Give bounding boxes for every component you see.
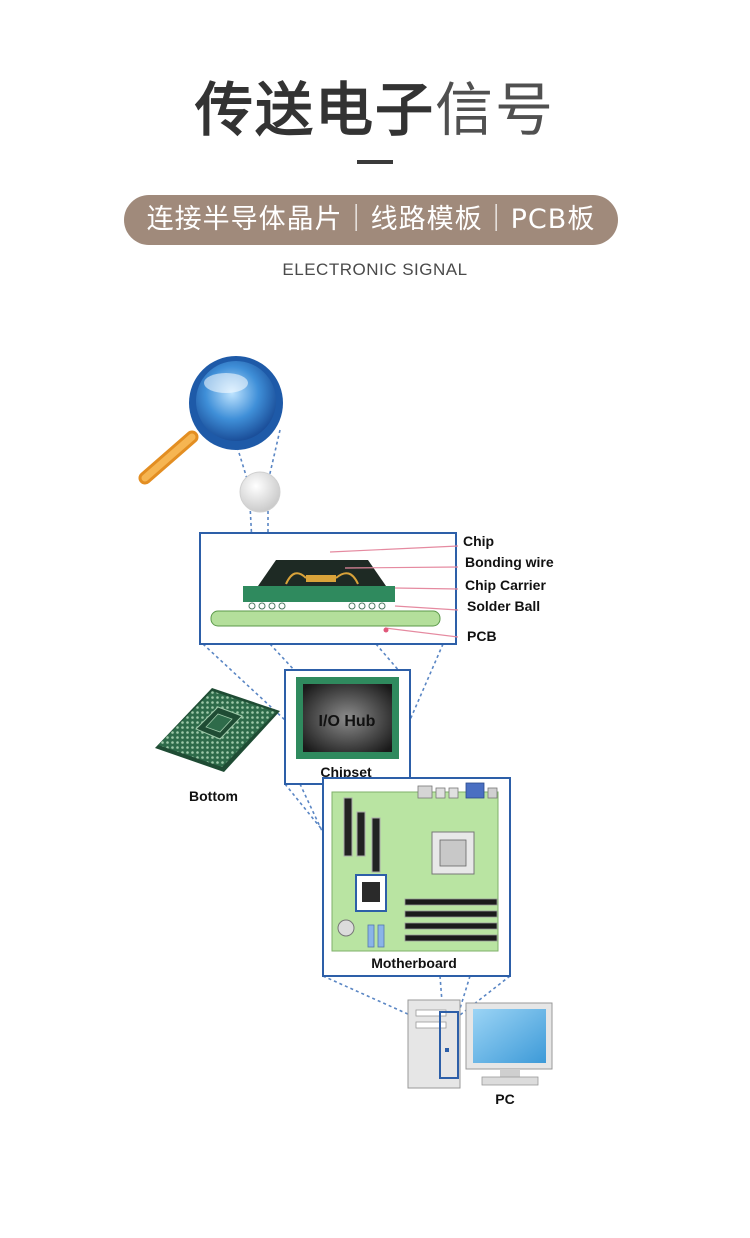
magnifier-icon [138,356,283,485]
label-pcb: PCB [467,628,497,644]
bga-chip-bottom [155,688,280,772]
title-light-part: 信号 [435,76,556,144]
pc-tower-icon [407,999,461,1089]
solder-ball-magnified [239,471,281,513]
page-title: 传送电子信号 [0,70,750,150]
label-pc: PC [495,1091,514,1107]
label-motherboard: Motherboard [371,955,457,971]
label-io-hub: I/O Hub [319,713,376,730]
motherboard-board [331,782,499,952]
monitor-icon [465,1002,553,1086]
title-bold-part: 传送电子 [194,76,435,144]
title-divider [357,160,393,164]
label-chipset: Chipset [320,764,372,780]
label-chip-carrier: Chip Carrier [465,577,546,593]
label-chip: Chip [463,533,494,549]
chip-cross-section [210,560,441,627]
page-subtitle: ELECTRONIC SIGNAL [282,260,468,279]
label-solder-ball: Solder Ball [467,598,540,614]
pcb-marker [383,627,389,633]
io-hub-chip: I/O Hub [296,677,399,759]
label-bottom: Bottom [189,788,238,804]
callout-leaders [329,545,459,638]
label-bonding-wire: Bonding wire [465,554,554,570]
category-pill: 连接半导体晶片｜线路模板｜PCB板 [124,195,618,245]
